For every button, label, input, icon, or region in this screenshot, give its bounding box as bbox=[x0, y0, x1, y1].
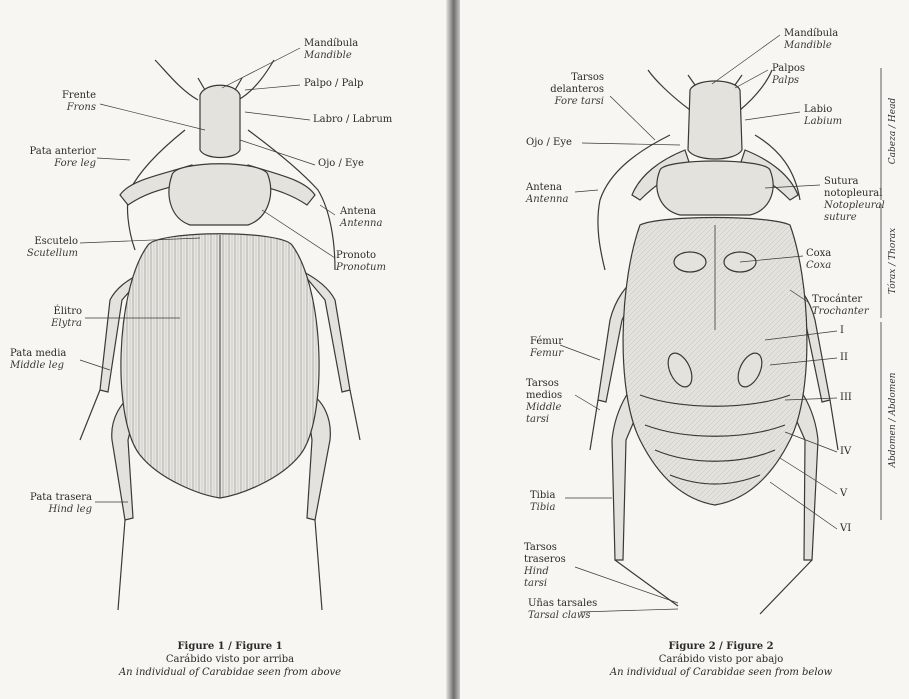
fig1-caption-en: An individual of Carabidae seen from abo… bbox=[110, 666, 350, 679]
section-label-abdomen: Abdomen / Abdomen bbox=[888, 340, 898, 500]
fig2-label-labium: Labio Labium bbox=[804, 104, 842, 128]
segment-label-2: II bbox=[840, 352, 848, 363]
fig1-middleleg-es: Pata media bbox=[10, 348, 66, 360]
fig2-coxa-es: Coxa bbox=[806, 248, 831, 260]
fig2-label-middle-tarsi: Tarsos medios Middle tarsi bbox=[526, 378, 570, 426]
fig1-pronotum-en: Pronotum bbox=[336, 262, 386, 274]
segment-label-6: VI bbox=[840, 523, 851, 534]
fig1-palp-es: Palpo / Palp bbox=[304, 78, 363, 90]
fig1-hindleg-en: Hind leg bbox=[20, 504, 92, 516]
segment-label-3: III bbox=[840, 392, 852, 403]
segment-label-5: V bbox=[840, 488, 847, 499]
fig1-label-middle-leg: Pata media Middle leg bbox=[10, 348, 66, 372]
fig2-palps-en: Palps bbox=[772, 75, 805, 87]
fig1-scutellum-en: Scutellum bbox=[20, 248, 78, 260]
fig1-foreleg-en: Fore leg bbox=[20, 158, 96, 170]
fig2-label-tibia: Tibia Tibia bbox=[530, 490, 555, 514]
fig2-hindtarsi-es: Tarsos traseros bbox=[524, 542, 574, 566]
fig2-suture-es: Sutura notopleural bbox=[824, 176, 880, 200]
fig1-label-labrum: Labro / Labrum bbox=[313, 114, 392, 126]
fig1-elytra-en: Elytra bbox=[20, 318, 82, 330]
fig2-label-eye: Ojo / Eye bbox=[526, 137, 572, 149]
fig2-antenna-es: Antena bbox=[526, 182, 568, 194]
fig2-femur-es: Fémur bbox=[530, 336, 563, 348]
fig1-eye-es: Ojo / Eye bbox=[318, 158, 364, 170]
fig1-mandible-es: Mandíbula bbox=[304, 38, 358, 50]
fig2-middletarsi-en: Middle tarsi bbox=[526, 402, 570, 426]
fig1-caption-es: Carábido visto por arriba bbox=[110, 653, 350, 666]
fig1-middleleg-en: Middle leg bbox=[10, 360, 66, 372]
fig1-caption: Figure 1 / Figure 1 Carábido visto por a… bbox=[110, 640, 350, 679]
section-label-head: Cabeza / Head bbox=[888, 76, 898, 186]
fig2-labium-en: Labium bbox=[804, 116, 842, 128]
beetle-ventral bbox=[590, 70, 838, 614]
fig2-antenna-en: Antenna bbox=[526, 194, 568, 206]
fig2-eye-es: Ojo / Eye bbox=[526, 137, 572, 149]
fig1-elytra-es: Élitro bbox=[20, 306, 82, 318]
fig2-hindtarsi-en: Hind tarsi bbox=[524, 566, 574, 590]
fig1-hindleg-es: Pata trasera bbox=[20, 492, 92, 504]
fig2-palps-es: Palpos bbox=[772, 63, 805, 75]
fig1-frons-es: Frente bbox=[40, 90, 96, 102]
fig2-label-antenna: Antena Antenna bbox=[526, 182, 568, 206]
fig1-scutellum-es: Escutelo bbox=[20, 236, 78, 248]
segment-label-4: IV bbox=[840, 446, 851, 457]
fig2-tibia-en: Tibia bbox=[530, 502, 555, 514]
fig2-label-trochanter: Trocánter Trochanter bbox=[812, 294, 869, 318]
fig2-claws-en: Tarsal claws bbox=[528, 610, 597, 622]
fig2-label-notopleural-suture: Sutura notopleural Notopleural suture bbox=[824, 176, 880, 224]
fig1-foreleg-es: Pata anterior bbox=[20, 146, 96, 158]
fig2-trochanter-es: Trocánter bbox=[812, 294, 869, 306]
fig2-suture-en: Notopleural suture bbox=[824, 200, 880, 224]
fig2-label-femur: Fémur Femur bbox=[530, 336, 563, 360]
fig2-labium-es: Labio bbox=[804, 104, 842, 116]
fig2-label-coxa: Coxa Coxa bbox=[806, 248, 831, 272]
fig1-label-mandible: Mandíbula Mandible bbox=[304, 38, 358, 62]
segment-label-1: I bbox=[840, 325, 844, 336]
fig1-antenna-en: Antenna bbox=[340, 218, 382, 230]
fig2-foretarsi-en: Fore tarsi bbox=[520, 96, 604, 108]
fig1-label-fore-leg: Pata anterior Fore leg bbox=[20, 146, 96, 170]
fig1-pronotum-es: Pronoto bbox=[336, 250, 386, 262]
fig2-tibia-es: Tibia bbox=[530, 490, 555, 502]
fig1-antenna-es: Antena bbox=[340, 206, 382, 218]
fig1-label-pronotum: Pronoto Pronotum bbox=[336, 250, 386, 274]
fig2-trochanter-en: Trochanter bbox=[812, 306, 869, 318]
fig1-label-elytra: Élitro Elytra bbox=[20, 306, 82, 330]
fig2-mandible-es: Mandíbula bbox=[784, 28, 838, 40]
fig2-coxa-en: Coxa bbox=[806, 260, 831, 272]
fig1-label-eye: Ojo / Eye bbox=[318, 158, 364, 170]
fig2-caption-number: Figure 2 / Figure 2 bbox=[596, 640, 846, 653]
beetle-dorsal bbox=[80, 60, 360, 610]
fig1-caption-number: Figure 1 / Figure 1 bbox=[110, 640, 350, 653]
fig1-label-palp: Palpo / Palp bbox=[304, 78, 363, 90]
fig2-femur-en: Femur bbox=[530, 348, 563, 360]
fig1-labrum-es: Labro / Labrum bbox=[313, 114, 392, 126]
fig1-mandible-en: Mandible bbox=[304, 50, 358, 62]
fig2-caption-en: An individual of Carabidae seen from bel… bbox=[596, 666, 846, 679]
section-label-thorax: Tórax / Thorax bbox=[888, 206, 898, 316]
fig1-frons-en: Frons bbox=[40, 102, 96, 114]
fig1-label-scutellum: Escutelo Scutellum bbox=[20, 236, 78, 260]
fig2-mandible-en: Mandible bbox=[784, 40, 838, 52]
fig2-claws-es: Uñas tarsales bbox=[528, 598, 597, 610]
fig2-label-palps: Palpos Palps bbox=[772, 63, 805, 87]
fig2-label-fore-tarsi: Tarsos delanteros Fore tarsi bbox=[520, 72, 604, 108]
fig2-foretarsi-es: Tarsos delanteros bbox=[520, 72, 604, 96]
fig1-label-frons: Frente Frons bbox=[40, 90, 96, 114]
fig1-label-antenna: Antena Antenna bbox=[340, 206, 382, 230]
fig2-middletarsi-es: Tarsos medios bbox=[526, 378, 570, 402]
fig1-label-hind-leg: Pata trasera Hind leg bbox=[20, 492, 92, 516]
fig2-label-hind-tarsi: Tarsos traseros Hind tarsi bbox=[524, 542, 574, 590]
fig2-label-tarsal-claws: Uñas tarsales Tarsal claws bbox=[528, 598, 597, 622]
fig2-label-mandible: Mandíbula Mandible bbox=[784, 28, 838, 52]
fig2-caption: Figure 2 / Figure 2 Carábido visto por a… bbox=[596, 640, 846, 679]
fig2-caption-es: Carábido visto por abajo bbox=[596, 653, 846, 666]
